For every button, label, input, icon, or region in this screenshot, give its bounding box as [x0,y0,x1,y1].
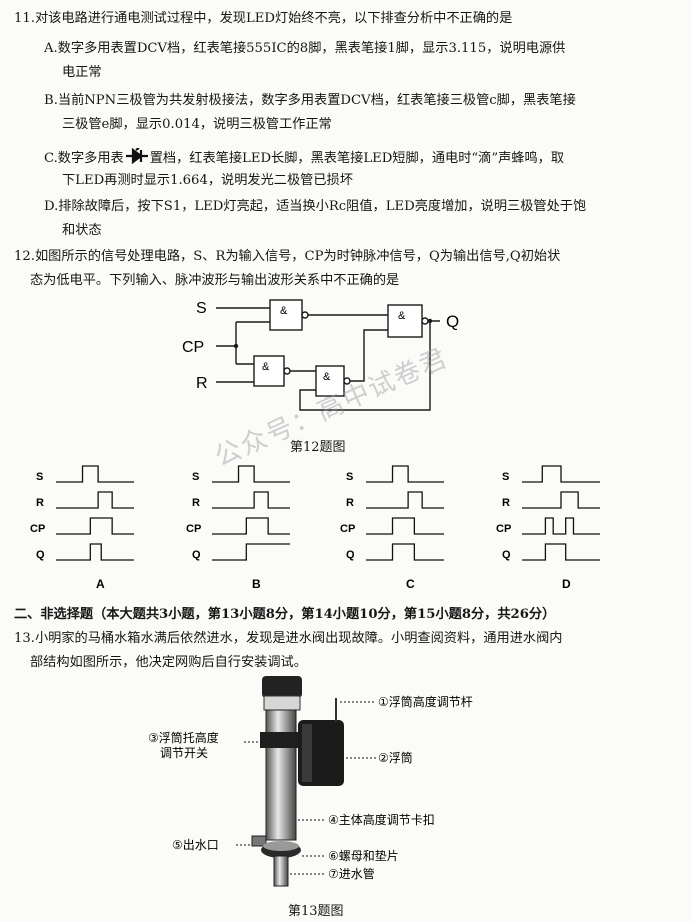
gate4-symbol: & [323,371,331,383]
wave-cp [212,517,290,535]
option-label: B [252,577,261,591]
label-float-holder-line2: 调节开关 [160,746,208,760]
label-float-rod: ①浮筒高度调节杆 [378,694,473,709]
label-float: ②浮筒 [378,750,413,765]
option-label: A [96,577,105,591]
wave-r [366,491,444,509]
wave-s [56,465,134,483]
q13-stem-line1: 13.小明家的马桶水箱水满后依然进水，发现是进水阀出现故障。小明查阅资料，通用进… [14,631,563,646]
wave-s [366,465,444,483]
waveform-option-a: S R CP Q A [30,465,134,591]
circuit-label-s: S [196,300,207,317]
option-label: D [562,577,571,591]
gate1-symbol: & [280,305,288,317]
label-nut: ⑥螺母和垫片 [328,848,399,863]
circuit-label-r: R [196,375,208,392]
wave-label-s: S [346,471,353,483]
wave-label-s: S [502,471,509,483]
circuit-label-cp: CP [182,339,204,356]
wave-label-q: Q [502,549,511,561]
wave-label-q: Q [346,549,355,561]
wave-q [366,543,444,561]
wave-label-cp: CP [340,523,355,535]
option-label: C [406,577,415,591]
wave-q [212,543,290,561]
q11-option-c-line2: 下LED再测时显示1.664，说明发光二极管已损坏 [62,173,353,188]
diode-symbol-icon [124,147,150,165]
q11-option-d-line2: 和状态 [62,223,102,238]
waveform-option-c: S R CP Q C [340,465,444,591]
label-body-clip: ④主体高度调节卡扣 [328,812,435,827]
wave-cp [522,517,600,535]
wave-label-r: R [502,497,510,509]
gate2-symbol: & [398,310,406,322]
wave-r [522,491,600,509]
q12-caption: 第12题图 [290,440,346,455]
label-outlet: ⑤出水口 [172,838,219,852]
gate3-symbol: & [262,361,270,373]
q11-option-b-line1: B.当前NPN三极管为共发射极接法，数字多用表置DCV档，红表笔接三极管c脚，黑… [44,93,576,108]
q11-stem: 11.对该电路进行通电测试过程中，发现LED灯始终不亮，以下排查分析中不正确的是 [14,11,513,26]
q13-valve-figure: ①浮筒高度调节杆 ③浮筒托高度 调节开关 ②浮筒 ④主体高度调节卡扣 ⑤出水口 … [148,676,473,887]
q11-option-a-line1: A.数字多用表置DCV档，红表笔接555IC的8脚，黑表笔接1脚，显示3.115… [44,41,566,56]
q11-option-c-part1: C.数字多用表 [44,151,124,166]
wave-q [522,543,600,561]
wave-label-q: Q [36,549,45,561]
wave-label-r: R [192,497,200,509]
wave-label-cp: CP [30,523,45,535]
wave-r [212,491,290,509]
wave-cp [56,517,134,535]
q13-caption: 第13题图 [288,904,344,919]
label-float-holder-line1: ③浮筒托高度 [148,730,219,745]
q12-circuit-diagram: S CP R Q & & & & [182,299,459,411]
wave-label-cp: CP [496,523,511,535]
q11-option-d-line1: D.排除故障后，按下S1，LED灯亮起，适当换小Rc阻值，LED亮度增加，说明三… [44,199,587,214]
q11-option-a-line2: 电正常 [62,65,102,80]
section-2-heading: 二、非选择题（本大题共3小题，第13小题8分，第14小题10分，第15小题8分，… [14,607,556,622]
waveform-option-d: S R CP Q D [496,465,600,591]
wave-s [522,465,600,483]
q11-option-c-part2: 置档，红表笔接LED长脚，黑表笔接LED短脚，通电时“滴”声蜂鸣，取 [149,151,565,166]
wave-label-r: R [346,497,354,509]
q12-stem-line1: 12.如图所示的信号处理电路，S、R为输入信号，CP为时钟脉冲信号，Q为输出信号… [14,249,561,264]
wave-cp [366,517,444,535]
circuit-label-q: Q [446,312,459,331]
label-inlet-pipe: ⑦进水管 [328,866,375,881]
q12-stem-line2: 态为低电平。下列输入、脉冲波形与输出波形关系中不正确的是 [30,273,400,288]
waveform-option-b: S R CP Q B [186,465,290,591]
q11-option-b-line2: 三极管e脚，显示0.014，说明三极管工作正常 [62,117,332,132]
q11-option-c-line1: C.数字多用表 置档，红表笔接LED长脚，黑表笔接LED短脚，通电时“滴”声蜂鸣，… [44,147,565,168]
wave-label-q: Q [192,549,201,561]
wave-label-s: S [36,471,43,483]
wave-s [212,465,290,483]
wave-label-cp: CP [186,523,201,535]
q13-stem-line2: 部结构如图所示，他决定网购后自行安装调试。 [30,655,307,670]
wave-q [56,543,134,561]
wave-label-r: R [36,497,44,509]
wave-label-s: S [192,471,199,483]
wave-r [56,491,134,509]
